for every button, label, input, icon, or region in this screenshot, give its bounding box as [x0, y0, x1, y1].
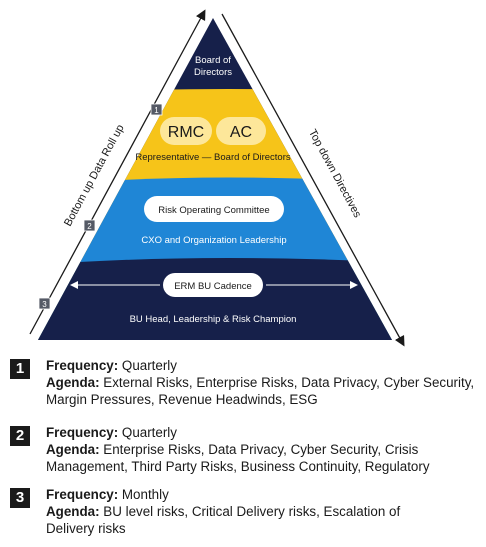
tier-1-badge: 1 — [150, 103, 163, 116]
erm-bu-cadence-label: ERM BU Cadence — [174, 281, 252, 292]
tier-2-badge: 2 — [83, 219, 96, 232]
rmc-label: RMC — [168, 124, 204, 141]
tier-3-caption: BU Head, Leadership & Risk Champion — [130, 314, 297, 325]
legend-item-1: 1 Frequency: Quarterly Agenda: External … — [10, 357, 480, 408]
frequency-label: Frequency: — [46, 358, 119, 373]
ac-pill — [216, 117, 266, 145]
agenda-label: Agenda: — [46, 375, 100, 390]
tier-2-caption: CXO and Organization Leadership — [141, 235, 286, 246]
frequency-label: Frequency: — [46, 425, 119, 440]
rmc-pill — [160, 117, 212, 145]
bottom-up-arrow — [29, 9, 206, 335]
legend-item-3: 3 Frequency: Monthly Agenda: BU level ri… — [10, 486, 480, 537]
frequency-value: Monthly — [118, 487, 169, 502]
board-label-line1: Board of — [195, 55, 231, 66]
svg-text:1: 1 — [154, 106, 159, 115]
agenda-text: Enterprise Risks, Data Privacy, Cyber Se… — [99, 442, 419, 457]
agenda-label: Agenda: — [46, 504, 100, 519]
agenda-text: BU level risks, Critical Delivery risks,… — [99, 504, 401, 519]
erm-bu-cadence-pill — [163, 273, 263, 297]
tier-3-badge: 3 — [38, 297, 51, 310]
agenda-text-cont: Margin Pressures, Revenue Headwinds, ESG — [46, 392, 318, 407]
svg-text:2: 2 — [87, 222, 92, 231]
legend-number-2: 2 — [10, 426, 30, 446]
tier-3-band — [38, 258, 392, 340]
svg-text:3: 3 — [42, 300, 47, 309]
tier-1-caption: Representative — Board of Directors — [135, 152, 290, 163]
agenda-text: External Risks, Enterprise Risks, Data P… — [99, 375, 475, 390]
frequency-label: Frequency: — [46, 487, 119, 502]
legend-number-1: 1 — [10, 359, 30, 379]
agenda-label: Agenda: — [46, 442, 100, 457]
frequency-value: Quarterly — [118, 425, 177, 440]
risk-operating-committee-label: Risk Operating Committee — [158, 205, 269, 216]
top-down-arrow — [221, 13, 405, 347]
agenda-text-cont: Delivery risks — [46, 521, 126, 536]
board-label-line2: Directors — [194, 67, 232, 78]
legend-number-3: 3 — [10, 488, 30, 508]
pyramid-diagram: Bottom up Data Roll up Top down Directiv… — [29, 9, 405, 347]
frequency-value: Quarterly — [118, 358, 177, 373]
agenda-text-cont: Management, Third Party Risks, Business … — [46, 459, 430, 474]
risk-operating-committee-pill — [144, 196, 284, 222]
legend-item-2: 2 Frequency: Quarterly Agenda: Enterpris… — [10, 424, 480, 475]
ac-label: AC — [230, 124, 252, 141]
